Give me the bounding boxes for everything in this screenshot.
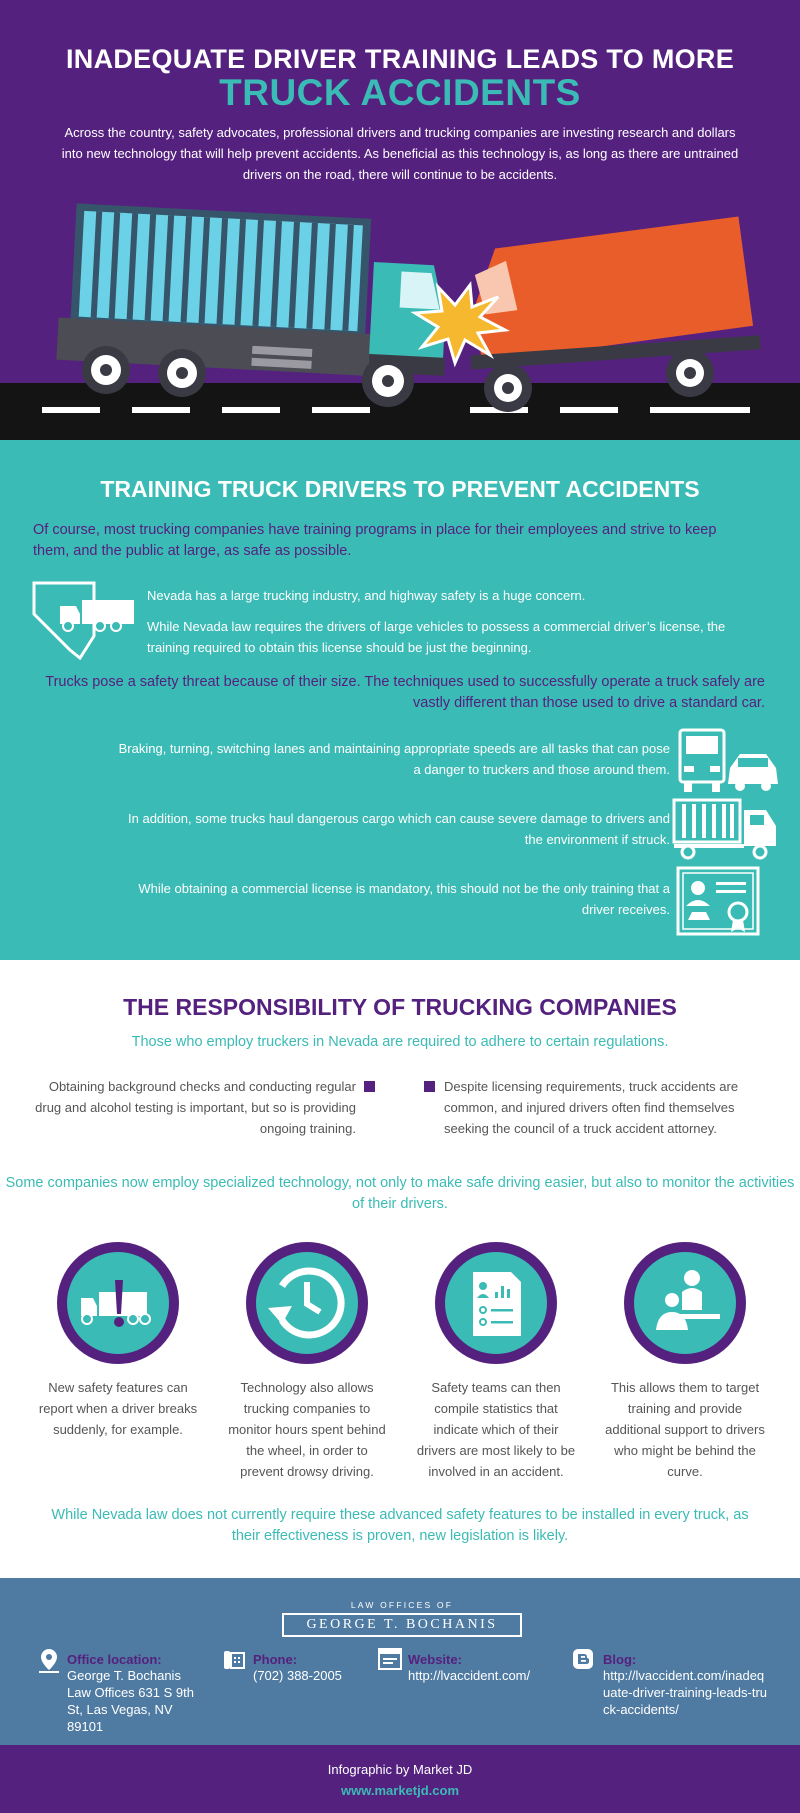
office-address: George T. Bochanis Law Offices 631 S 9th… <box>67 1668 194 1734</box>
nevada-text-2: While Nevada law requires the drivers of… <box>147 619 726 655</box>
hero-section: INADEQUATE DRIVER TRAINING LEADS TO MORE… <box>0 0 800 440</box>
location-pin-icon <box>39 1649 59 1673</box>
nevada-text-1: Nevada has a large trucking industry, an… <box>147 588 586 603</box>
hero-title-line2: TRUCK ACCIDENTS <box>219 72 581 113</box>
website-link[interactable]: http://lvaccident.com/ <box>408 1668 531 1683</box>
hero-title-line1: INADEQUATE DRIVER TRAINING LEADS TO MORE <box>65 44 735 74</box>
closing-statement: While Nevada law does not currently requ… <box>51 1507 749 1544</box>
bullet-square-icon <box>364 1081 375 1092</box>
training-point-3: While obtaining a commercial license is … <box>138 881 670 917</box>
phone-icon <box>224 1651 245 1669</box>
feature-caption-2: Technology also allows trucking companie… <box>228 1380 386 1479</box>
blog-icon <box>573 1649 593 1669</box>
truck-alert-icon <box>81 1280 151 1327</box>
hero-intro: Across the country, safety advocates, pr… <box>61 125 739 182</box>
phone-number[interactable]: (702) 388-2005 <box>253 1668 342 1683</box>
website-contact: Website: http://lvaccident.com/ <box>408 1652 568 1684</box>
technology-statement: Some companies now employ specialized te… <box>5 1175 795 1212</box>
website-icon <box>378 1648 402 1670</box>
nevada-truck-icon <box>32 581 134 660</box>
training-section: TRAINING TRUCK DRIVERS TO PREVENT ACCIDE… <box>0 440 800 960</box>
size-statement: Trucks pose a safety threat because of t… <box>45 674 765 711</box>
training-icon <box>656 1270 720 1330</box>
feature-circle-3 <box>435 1242 557 1364</box>
feature-circle-1 <box>57 1242 179 1364</box>
blog-link[interactable]: http://lvaccident.com/inadequate-driver-… <box>603 1668 768 1717</box>
background-check-text: Obtaining background checks and conducti… <box>35 1079 356 1136</box>
report-icon <box>473 1272 521 1336</box>
credits-bar: Infographic by Market JD www.marketjd.co… <box>0 1745 800 1813</box>
truck-and-car-icon <box>678 728 778 792</box>
feature-caption-4: This allows them to target training and … <box>605 1380 765 1479</box>
responsibility-section: THE RESPONSIBILITY OF TRUCKING COMPANIES… <box>0 960 800 1578</box>
licensing-text: Despite licensing requirements, truck ac… <box>444 1079 739 1136</box>
bullet-square-icon <box>424 1081 435 1092</box>
clock-icon <box>268 1267 345 1339</box>
license-certificate-icon <box>676 866 760 936</box>
cargo-truck-icon <box>672 798 776 860</box>
feature-circle-4 <box>624 1242 746 1364</box>
credits-by: Infographic by Market JD <box>327 1762 473 1777</box>
feature-circle-2 <box>246 1242 368 1364</box>
feature-caption-1: New safety features can report when a dr… <box>38 1380 198 1437</box>
training-heading: TRAINING TRUCK DRIVERS TO PREVENT ACCIDE… <box>100 476 700 502</box>
responsibility-subheading: Those who employ truckers in Nevada are … <box>131 1034 669 1050</box>
training-point-2: In addition, some trucks haul dangerous … <box>128 811 670 847</box>
training-point-1: Braking, turning, switching lanes and ma… <box>118 741 670 777</box>
training-lead: Of course, most trucking companies have … <box>33 522 717 559</box>
contact-footer: LAW OFFICES OF GEORGE T. BOCHANIS Office… <box>0 1578 800 1745</box>
law-office-logo: LAW OFFICES OF GEORGE T. BOCHANIS <box>282 1600 522 1637</box>
phone-contact: Phone: (702) 388-2005 <box>253 1652 383 1684</box>
feature-caption-3: Safety teams can then compile statistics… <box>416 1380 576 1479</box>
truck-crash-illustration <box>0 203 800 440</box>
blog-contact: Blog: http://lvaccident.com/inadequate-d… <box>603 1652 768 1717</box>
office-location: Office location: George T. Bochanis Law … <box>67 1652 202 1735</box>
responsibility-heading: THE RESPONSIBILITY OF TRUCKING COMPANIES <box>123 994 677 1020</box>
credits-url[interactable]: www.marketjd.com <box>341 1783 459 1798</box>
